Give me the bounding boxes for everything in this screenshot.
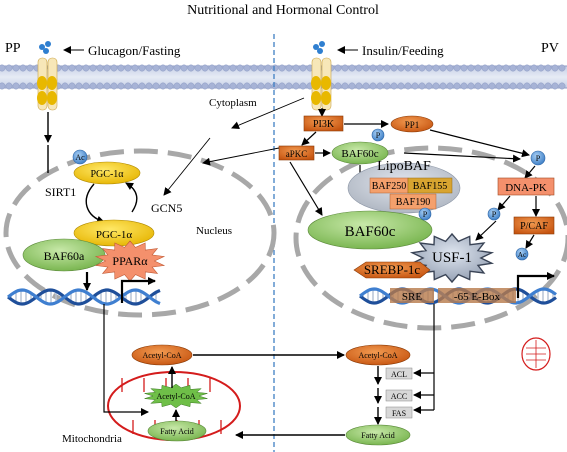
baf250-label: BAF250 xyxy=(372,181,406,192)
sirt1-label: SIRT1 xyxy=(45,185,76,199)
pgc1a-top-node xyxy=(73,161,141,185)
pp1-label: PP1 xyxy=(405,120,420,130)
acetylcoa-left-label: Acetyl-CoA xyxy=(142,351,181,360)
transcription-arrow-right xyxy=(516,272,555,298)
label-nucleus: Nucleus xyxy=(196,225,232,237)
nucleus-envelope-left xyxy=(3,148,277,318)
phospho-baf60c-cyto xyxy=(371,128,385,142)
insulin-receptor xyxy=(311,41,332,111)
baf60c-cyto-label: BAF60c xyxy=(341,148,378,160)
phospho-usf-top xyxy=(487,207,501,221)
pcaf-label: P/CAF xyxy=(520,221,548,232)
phospho-usf-top-label: P xyxy=(492,210,497,219)
phospho-baf60c-nuc-label: P xyxy=(423,210,428,219)
apkc-node xyxy=(278,145,315,161)
region-label-pv: PV xyxy=(541,41,559,56)
ac-label-right: Ac xyxy=(518,251,526,259)
usf1-node xyxy=(409,232,495,284)
lipobaf-label: LipoBAF xyxy=(377,159,431,174)
srebp1c-node xyxy=(353,261,431,279)
usf1-label: USF-1 xyxy=(432,250,472,266)
phospho-baf60c-nuc xyxy=(418,207,432,221)
acetylcoa-right-node xyxy=(345,344,411,366)
baf60a-label: BAF60a xyxy=(44,249,85,263)
apkc-label: aPKC xyxy=(286,149,308,159)
ebox-label: -65 E-Box xyxy=(454,291,501,303)
fas-label: FAS xyxy=(392,409,406,418)
ebox-box xyxy=(438,288,516,303)
baf60c-nuc-label: BAF60c xyxy=(345,224,396,240)
acc-box xyxy=(385,389,413,402)
phospho-baf60c-cyto-label: P xyxy=(376,131,381,140)
pp1-node xyxy=(390,115,434,133)
baf60c-nuc-node xyxy=(307,210,433,250)
dnapk-node xyxy=(497,177,555,196)
phospho-right-top-label: P xyxy=(536,154,541,163)
fas-box xyxy=(385,406,413,419)
sre-label: SRE xyxy=(402,291,422,303)
pcaf-node xyxy=(513,216,555,235)
ac-bubble-right xyxy=(515,247,529,261)
baf190-node xyxy=(389,193,437,210)
fatty-acid-mito-node xyxy=(147,420,207,442)
diagram-title: Nutritional and Hormonal Control xyxy=(187,3,379,18)
sre-box xyxy=(390,288,434,303)
ppara-label: PPARα xyxy=(112,254,148,268)
label-mitochondria: Mitochondria xyxy=(62,433,122,445)
acetylcoa-mito-label: Acetyl-CoA xyxy=(156,392,195,401)
acetylcoa-left-node xyxy=(131,344,193,366)
baf60c-cyto-node xyxy=(331,141,389,165)
dna-helix-left xyxy=(7,288,161,306)
pi3k-label: PI3K xyxy=(313,119,335,130)
acc-label: ACC xyxy=(391,392,407,401)
label-insulin-feeding: Insulin/Feeding xyxy=(362,43,444,58)
fatty-acid-right-label: Fatty Acid xyxy=(361,431,395,440)
region-label-pp: PP xyxy=(5,41,21,56)
baf190-label: BAF190 xyxy=(396,197,430,208)
transcription-arrow-left xyxy=(120,277,156,303)
dnapk-label: DNA-PK xyxy=(505,182,547,194)
mitochondrion-icon xyxy=(521,337,551,371)
cell-membrane xyxy=(0,64,567,90)
acl-box xyxy=(385,367,413,380)
acl-label: ACL xyxy=(391,370,407,379)
phospho-right-top xyxy=(530,150,546,166)
pgc1a-bottom-node xyxy=(73,219,155,247)
baf155-label: BAF155 xyxy=(413,181,447,192)
nucleus-envelope-right xyxy=(293,145,567,331)
pgc1a-bottom-label: PGC-1α xyxy=(96,229,133,241)
acetylcoa-right-label: Acetyl-CoA xyxy=(358,351,397,360)
baf155-node xyxy=(407,177,453,194)
acetylcoa-mito-node xyxy=(144,383,208,409)
label-cytoplasm: Cytoplasm xyxy=(209,97,257,109)
fatty-acid-right-node xyxy=(345,424,411,446)
ac-label-left: Ac xyxy=(75,153,85,162)
fatty-acid-mito-label: Fatty Acid xyxy=(160,427,194,436)
pgc1a-top-label: PGC-1α xyxy=(90,169,124,180)
glucagon-receptor xyxy=(37,41,58,111)
gcn5-label: GCN5 xyxy=(151,201,182,215)
label-glucagon-fasting: Glucagon/Fasting xyxy=(88,43,181,58)
pi3k-node xyxy=(303,115,344,132)
ac-bubble-left xyxy=(72,149,88,165)
srebp1c-label: SREBP-1c xyxy=(364,262,421,277)
